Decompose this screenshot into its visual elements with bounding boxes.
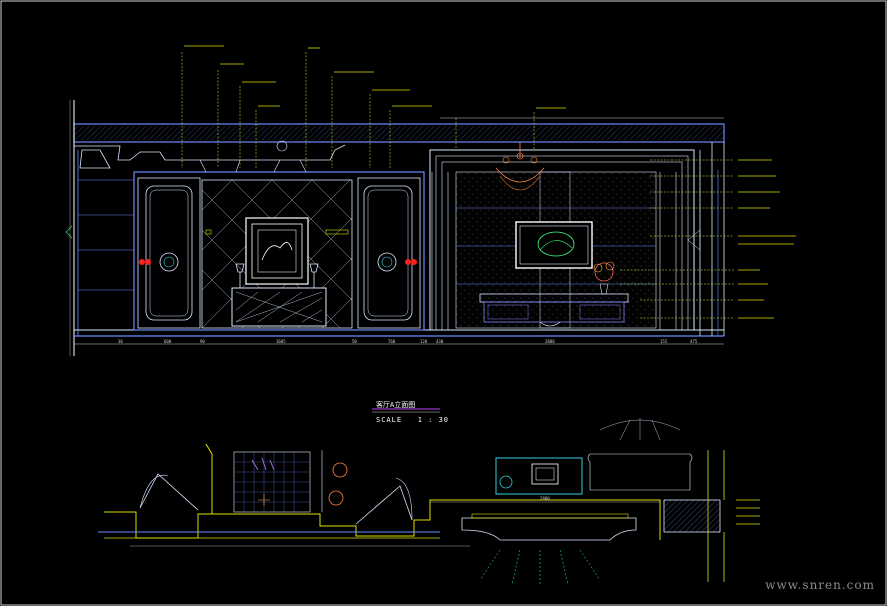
scale-value: 1 : 30 xyxy=(417,416,450,424)
door-medallion-icon xyxy=(377,252,397,272)
plan-dimension-label: 2880 xyxy=(540,496,550,501)
elevation-dimension-label: 430 xyxy=(436,339,444,344)
right-door xyxy=(357,177,421,329)
door-medallion-icon xyxy=(159,252,179,272)
drawing-title: 客厅A立面图 xyxy=(376,401,416,409)
table-lamp-icon xyxy=(235,263,245,288)
elevation-dimension-label: 30 xyxy=(118,339,123,344)
diamond-wall-panel xyxy=(201,179,353,329)
elevation-dimension-label: 600 xyxy=(164,339,172,344)
chandelier-icon xyxy=(495,142,545,191)
elevation-dimension-label: 155 xyxy=(660,339,668,344)
scale-label: SCALE xyxy=(376,416,403,424)
elevation-dimension-label: 50 xyxy=(352,339,357,344)
left-door xyxy=(137,177,201,329)
elevation-dimension-label: 2880 xyxy=(545,339,555,344)
right-wall-section xyxy=(687,142,725,336)
tv-screen-icon xyxy=(515,221,593,269)
elevation-dimension-label: 475 xyxy=(690,339,698,344)
drawing-scale: SCALE 1 : 30 xyxy=(376,416,449,424)
tv-wall xyxy=(429,142,695,331)
elevation-dimension-label: 760 xyxy=(388,339,396,344)
elevation-dimension-label: 120 xyxy=(420,339,428,344)
plan-view xyxy=(98,418,760,586)
watermark: www.snren.com xyxy=(765,578,875,592)
table-lamp-icon xyxy=(309,263,319,288)
elevation-view xyxy=(65,45,796,356)
elevation-dimension-label: 90 xyxy=(200,339,205,344)
elevation-dimension-label: 1605 xyxy=(276,339,286,344)
